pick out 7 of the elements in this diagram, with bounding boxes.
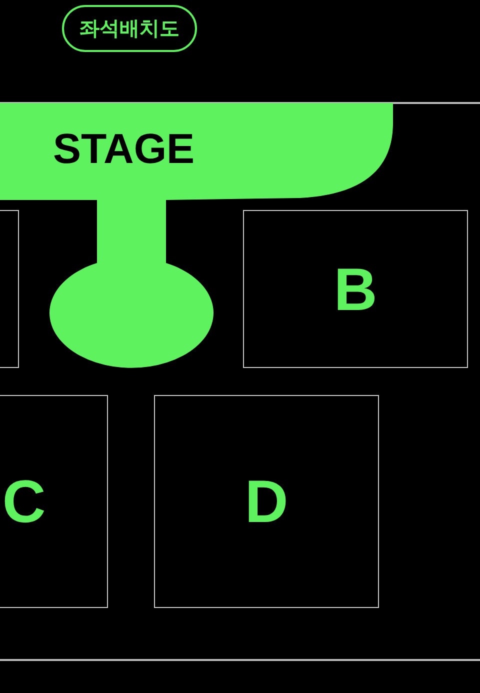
title-badge: 좌석배치도 [62, 5, 197, 52]
section-letter: D [244, 467, 288, 536]
seating-section [154, 395, 379, 608]
section-letter: B [334, 254, 378, 324]
section-letter: C [2, 467, 46, 536]
seating-section [243, 210, 468, 368]
stage-label: STAGE [53, 125, 195, 173]
